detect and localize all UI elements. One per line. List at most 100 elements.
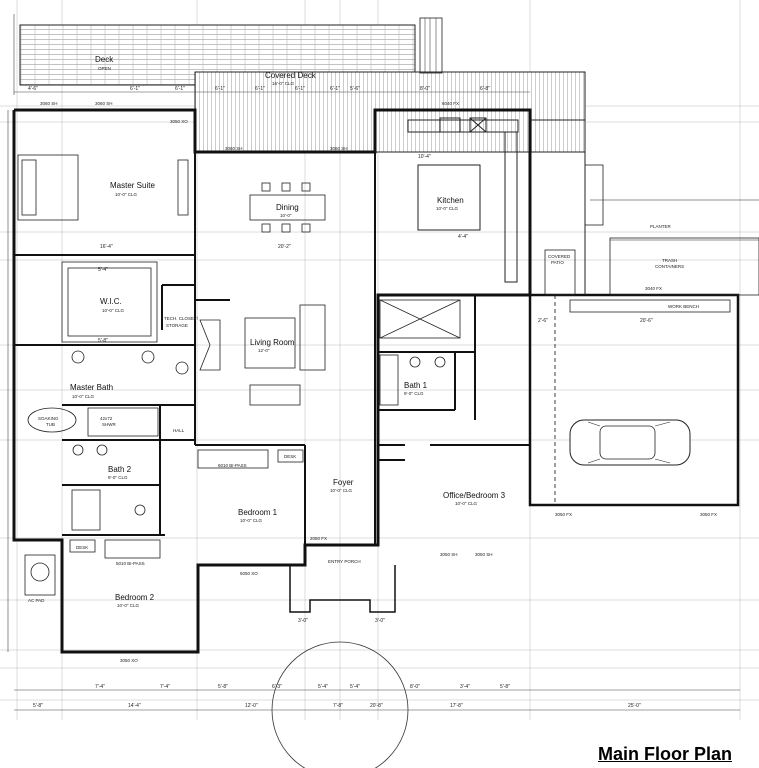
label-bedroom1-dim: 10'-0" CLG — [240, 518, 262, 523]
label-covered-deck: Covered Deck — [265, 71, 317, 80]
window-tag: 3060 SH — [40, 101, 58, 106]
bottom-dim: 7'-4" — [160, 684, 170, 690]
label-living-room-dim: 12'-0" — [258, 348, 270, 353]
window-tag: 3050 XO — [120, 658, 138, 663]
bottom-dim: 8'-0" — [410, 684, 420, 690]
label-wic-dim: 10'-0" CLG — [102, 308, 124, 313]
bottom-dim: 3'-4" — [460, 684, 470, 690]
label-deck-sub: OPEN — [98, 66, 111, 71]
interior-dim: 10'-4" — [418, 154, 431, 160]
bottom-total: 14'-4" — [128, 703, 141, 709]
label-trash-sub: CONTAINERS — [655, 264, 684, 269]
label-covered-deck-dim: 16'-0" CLG — [272, 81, 294, 86]
window-tag: 3060 SH — [225, 146, 243, 151]
bottom-total: 7'-8" — [333, 703, 343, 709]
top-dim: 6'-1" — [255, 86, 265, 92]
top-dim: 6'-1" — [175, 86, 185, 92]
label-shwr-sub: SHWR — [102, 422, 116, 427]
window-tag: 3050 FX — [700, 512, 717, 517]
window-tag: 3050 FX — [555, 512, 572, 517]
interior-dim: 16'-4" — [100, 244, 113, 250]
label-tech-closet: TECH. CLOSET/ — [164, 316, 199, 321]
top-dim: 6'-1" — [130, 86, 140, 92]
bottom-total: 17'-8" — [450, 703, 463, 709]
interior-dim: 3'-0" — [375, 618, 385, 624]
label-wic: W.I.C. — [100, 297, 122, 306]
top-dim: 8'-0" — [420, 86, 430, 92]
label-planter: PLANTER — [650, 224, 672, 229]
label-soaking-tub-sub: TUB — [46, 422, 55, 427]
label-office: Office/Bedroom 3 — [443, 491, 506, 500]
top-dim: 6'-1" — [215, 86, 225, 92]
label-bedroom2-dim: 10'-0" CLG — [117, 603, 139, 608]
label-bath2-dim: 9'-0" CLG — [108, 475, 128, 480]
bottom-dimensions: 7'-4" 7'-4" 5'-8" 6'-3" 5'-4" 5'-4" 8'-0… — [33, 684, 641, 709]
label-living-room: Living Room — [250, 338, 295, 347]
window-tag: 2050 FX — [310, 536, 327, 541]
bottom-dim: 5'-8" — [500, 684, 510, 690]
label-bi-pass1: 6010 BI-PASS — [218, 463, 247, 468]
room-labels: Deck OPEN Covered Deck 16'-0" CLG Master… — [28, 55, 699, 608]
kitchen-island — [407, 117, 519, 283]
label-hall: HALL — [173, 428, 185, 433]
side-structures — [530, 119, 759, 296]
label-master-suite: Master Suite — [110, 181, 155, 190]
label-office-dim: 10'-0" CLG — [455, 501, 477, 506]
label-master-suite-dim: 10'-0" CLG — [115, 192, 137, 197]
bottom-dim: 5'-4" — [350, 684, 360, 690]
top-dim: 6'-8" — [480, 86, 490, 92]
dimension-lines — [7, 14, 740, 711]
label-master-bath: Master Bath — [70, 383, 113, 392]
bottom-total: 12'-0" — [245, 703, 258, 709]
bottom-dim: 6'-3" — [272, 684, 282, 690]
label-bi-pass2: 5010 BI-PASS — [116, 561, 145, 566]
label-soaking-tub: SOAKING — [38, 416, 59, 421]
label-bedroom1: Bedroom 1 — [238, 508, 278, 517]
label-covered-patio-sub: PATIO — [551, 260, 564, 265]
label-trash: TRASH — [662, 258, 677, 263]
window-tag: 5050 XO — [240, 571, 258, 576]
top-dim: 4'-6" — [28, 86, 38, 92]
window-tag: 6040 FX — [442, 101, 459, 106]
window-tag: 3060 SH — [330, 146, 348, 151]
top-dim: 5'-6" — [350, 86, 360, 92]
label-desk2: DESK — [76, 545, 88, 550]
label-dining: Dining — [276, 203, 299, 212]
label-bath1: Bath 1 — [404, 381, 428, 390]
living-furniture — [199, 304, 326, 406]
top-dimensions: 4'-6" 6'-1" 6'-1" 6'-1" 6'-1" 6'-1" 6'-1… — [28, 86, 490, 92]
window-tag: 3050 SH — [440, 552, 458, 557]
label-desk1: DESK — [284, 454, 296, 459]
interior-dimensions: 20'-2" 16'-4" 10'-4" 5'-4" 4'-4" 20'-6" … — [98, 154, 653, 624]
interior-dim: 4'-4" — [458, 234, 468, 240]
dining-table — [249, 182, 326, 233]
bottom-total: 20'-8" — [370, 703, 383, 709]
window-tag: 3050 SH — [475, 552, 493, 557]
label-bath2: Bath 2 — [108, 465, 132, 474]
window-tag: 3050 XO — [170, 119, 188, 124]
bottom-dim: 5'-8" — [218, 684, 228, 690]
label-deck: Deck — [95, 55, 114, 64]
bottom-total: 25'-0" — [628, 703, 641, 709]
page-title: Main Floor Plan — [598, 744, 733, 764]
bath-fixtures — [24, 299, 461, 596]
car-icon — [569, 419, 691, 466]
label-foyer: Foyer — [333, 478, 354, 487]
label-work-bench: WORK BENCH — [668, 304, 699, 309]
label-kitchen-dim: 10'-0" CLG — [436, 206, 458, 211]
label-shwr: 42x72 — [100, 416, 113, 421]
label-master-bath-dim: 10'-0" CLG — [72, 394, 94, 399]
bottom-dim: 7'-4" — [95, 684, 105, 690]
label-entry-porch: ENTRY PORCH — [328, 559, 361, 564]
closets — [61, 261, 304, 559]
label-kitchen: Kitchen — [437, 196, 464, 205]
label-bedroom2: Bedroom 2 — [115, 593, 155, 602]
top-dim: 6'-1" — [330, 86, 340, 92]
label-foyer-dim: 10'-0" CLG — [330, 488, 352, 493]
bottom-dim: 5'-4" — [318, 684, 328, 690]
label-tech-closet-sub: STORAGE — [166, 323, 188, 328]
label-ac-pad: AC PAD — [28, 598, 45, 603]
label-covered-patio: COVERED — [548, 254, 571, 259]
window-tag: 3060 SH — [95, 101, 113, 106]
